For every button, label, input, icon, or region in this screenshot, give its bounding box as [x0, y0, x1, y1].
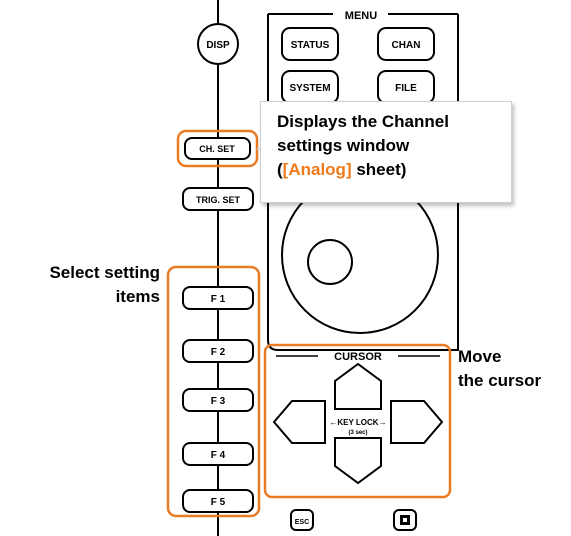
key-lock-label: ←KEY LOCK→	[329, 418, 386, 427]
cursor-right-button[interactable]	[390, 400, 444, 444]
menu-panel-border	[267, 14, 459, 351]
analog-sheet-highlight: [Analog]	[282, 160, 352, 179]
function-keys-highlight	[166, 265, 261, 518]
cursor-highlight	[263, 343, 452, 499]
status-button[interactable]: STATUS	[281, 27, 339, 61]
ch-set-button[interactable]: CH. SET	[184, 137, 251, 160]
f1-button[interactable]: F 1	[182, 286, 254, 310]
disp-button[interactable]: DISP	[197, 23, 239, 65]
system-button-label: SYSTEM	[289, 83, 330, 94]
f2-button-label: F 2	[211, 347, 226, 358]
callout-line-3: ([Analog] sheet)	[277, 160, 407, 179]
esc-button[interactable]: ESC	[290, 509, 314, 531]
chan-button-label: CHAN	[392, 40, 421, 51]
f1-button-label: F 1	[211, 294, 226, 305]
ch-set-button-label: CH. SET	[199, 144, 235, 154]
chset-callout: Displays the Channel settings window ([A…	[260, 101, 512, 203]
rotary-knob[interactable]	[281, 176, 439, 334]
f2-button[interactable]: F 2	[182, 339, 254, 363]
f4-button[interactable]: F 4	[182, 442, 254, 466]
cursor-up-button[interactable]	[334, 362, 382, 410]
chan-button[interactable]: CHAN	[377, 27, 435, 61]
callout-line-2: settings window	[277, 136, 410, 155]
callout-connector	[257, 148, 261, 150]
file-button-label: FILE	[395, 83, 417, 94]
select-setting-items-label: Select setting items	[49, 263, 160, 306]
f5-button-label: F 5	[211, 497, 226, 508]
f3-button-label: F 3	[211, 396, 226, 407]
f3-button[interactable]: F 3	[182, 388, 254, 412]
menu-title: MENU	[345, 10, 377, 22]
disp-button-label: DISP	[206, 40, 230, 51]
trig-set-button-label: TRIG. SET	[196, 195, 241, 205]
f4-button-label: F 4	[211, 450, 226, 461]
f5-button[interactable]: F 5	[182, 489, 254, 513]
cursor-left-button[interactable]	[272, 400, 326, 444]
trig-set-button[interactable]: TRIG. SET	[182, 187, 254, 211]
esc-button-label: ESC	[295, 519, 309, 526]
cursor-down-button[interactable]	[334, 437, 382, 485]
cursor-title: CURSOR	[334, 351, 382, 363]
move-the-cursor-label: Move the cursor	[458, 347, 542, 390]
enter-button[interactable]	[393, 509, 417, 531]
status-button-label: STATUS	[291, 40, 330, 51]
file-button[interactable]: FILE	[377, 70, 435, 104]
system-button[interactable]: SYSTEM	[281, 70, 339, 104]
key-lock-sub-label: (3 sec)	[348, 430, 367, 436]
callout-line-1: Displays the Channel	[277, 112, 449, 131]
